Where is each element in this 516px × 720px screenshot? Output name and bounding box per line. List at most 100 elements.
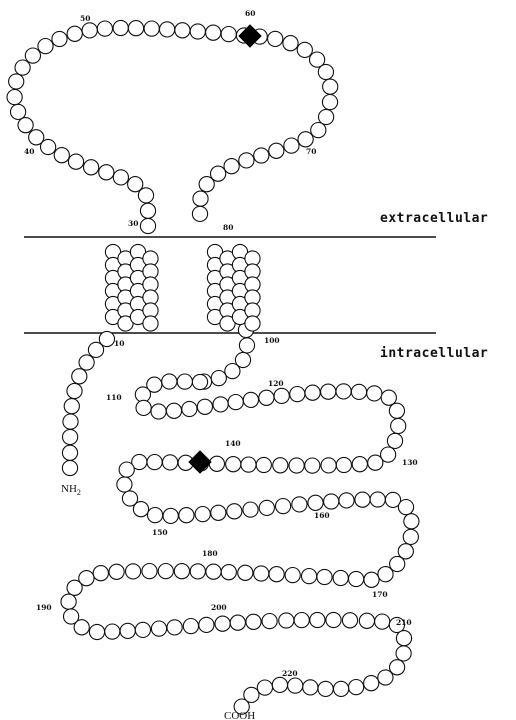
residue-circle	[67, 580, 82, 595]
residue-circle	[239, 153, 254, 168]
residue-circle	[276, 499, 291, 514]
residue-circle	[38, 39, 53, 54]
residue-circle	[254, 566, 269, 581]
residue-circle	[339, 493, 354, 508]
residue-circle	[279, 613, 294, 628]
residue-label-60: 60	[245, 9, 255, 18]
residue-label-10: 10	[114, 339, 124, 348]
residue-circle	[254, 148, 269, 163]
residue-label-100: 100	[264, 336, 280, 345]
residue-circle	[182, 401, 197, 416]
residue-circle	[302, 569, 317, 584]
residue-circle	[221, 565, 236, 580]
residue-circle	[179, 508, 194, 523]
residue-circle	[284, 138, 299, 153]
residue-label-200: 200	[211, 603, 227, 612]
residue-circle	[29, 130, 44, 145]
residue-circle	[352, 457, 367, 472]
residue-circle	[167, 620, 182, 635]
residue-circle	[192, 374, 207, 389]
residue-circle	[381, 390, 396, 405]
residue-circle	[84, 160, 99, 175]
residue-circle	[230, 615, 245, 630]
residue-circle	[99, 331, 114, 346]
residue-circle	[9, 74, 24, 89]
residue-circle	[342, 613, 357, 628]
residue-circle	[259, 390, 274, 405]
residue-circle	[136, 400, 151, 415]
residue-circle	[158, 564, 173, 579]
n-terminus-text: NH	[61, 483, 77, 495]
residue-circle	[72, 369, 87, 384]
residue-circle	[18, 118, 33, 133]
extracellular-label: extracellular	[380, 211, 488, 226]
residue-label-70: 70	[306, 147, 316, 156]
residue-circle	[349, 571, 364, 586]
residue-circle	[133, 502, 148, 517]
n-terminus-label: NH2	[61, 483, 81, 497]
residue-circle	[241, 457, 256, 472]
residue-circle	[113, 20, 128, 35]
residue-label-140: 140	[225, 439, 241, 448]
residue-circle	[52, 31, 67, 46]
residue-circle	[144, 21, 159, 36]
residue-circle	[160, 22, 175, 37]
residue-circle	[368, 455, 383, 470]
residue-circle	[269, 143, 284, 158]
residue-circle	[294, 613, 309, 628]
residue-circle	[68, 154, 83, 169]
residue-circle	[151, 404, 166, 419]
residue-circle	[297, 42, 312, 57]
residue-circle	[321, 458, 336, 473]
residue-circle	[319, 109, 334, 124]
residue-circle	[97, 21, 112, 36]
residue-circle	[326, 612, 341, 627]
residue-circle	[289, 458, 304, 473]
residue-circle	[256, 457, 271, 472]
residue-circle	[305, 385, 320, 400]
residue-label-120: 120	[268, 379, 284, 388]
residue-circle	[288, 678, 303, 693]
residue-label-110: 110	[106, 393, 122, 402]
residue-circle	[25, 48, 40, 63]
residue-circle	[298, 132, 313, 147]
residue-circle	[292, 497, 307, 512]
residue-circle	[305, 458, 320, 473]
residue-circle	[398, 500, 413, 515]
residue-circle	[67, 383, 82, 398]
residue-circle	[221, 26, 236, 41]
residue-label-130: 130	[402, 458, 418, 467]
residue-circle	[243, 502, 258, 517]
residue-circle	[246, 614, 261, 629]
residue-circle	[192, 206, 207, 221]
residue-circle	[62, 460, 77, 475]
residue-circle	[151, 621, 166, 636]
residue-circle	[322, 95, 337, 110]
residue-circle	[387, 433, 402, 448]
residue-circle	[206, 25, 221, 40]
residue-circle	[89, 624, 104, 639]
residue-circle	[117, 477, 132, 492]
residue-circle	[227, 504, 242, 519]
residue-circle	[148, 507, 163, 522]
residue-label-220: 220	[282, 669, 298, 678]
residue-circle	[128, 177, 143, 192]
residue-circle	[7, 90, 22, 105]
residue-circle	[370, 492, 385, 507]
residue-circle	[99, 165, 114, 180]
residue-circle	[199, 617, 214, 632]
residue-circle	[378, 567, 393, 582]
residue-circle	[355, 492, 370, 507]
residue-circle	[317, 569, 332, 584]
residue-circle	[225, 364, 240, 379]
residue-circle	[199, 177, 214, 192]
residue-circle	[375, 614, 390, 629]
helix-residue	[143, 316, 158, 331]
residue-circle	[63, 429, 78, 444]
helix-residue	[245, 316, 260, 331]
residue-circle	[113, 170, 128, 185]
residue-circle	[183, 619, 198, 634]
residue-circle	[135, 622, 150, 637]
residue-circle	[391, 418, 406, 433]
residue-circle	[109, 564, 124, 579]
